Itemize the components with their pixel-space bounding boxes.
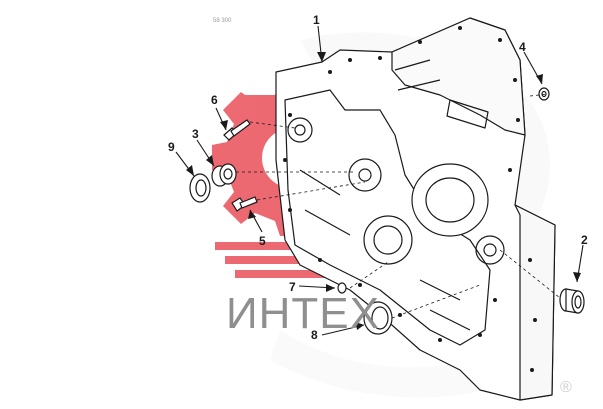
callout-2: 2 xyxy=(581,233,588,247)
part-2-bearing xyxy=(559,288,585,314)
part-4-nut xyxy=(538,87,550,101)
watermark-registered-mark: ® xyxy=(560,379,572,396)
part-3-sleeve xyxy=(211,163,237,187)
callout-1: 1 xyxy=(313,13,320,27)
callout-6: 6 xyxy=(211,93,218,107)
callout-3: 3 xyxy=(192,127,199,141)
callout-4: 4 xyxy=(519,40,526,54)
part-7-washer xyxy=(337,282,347,294)
corner-tag: 58 300 xyxy=(213,18,232,24)
front-cover-housing xyxy=(275,17,556,401)
callout-9: 9 xyxy=(168,140,175,154)
watermark-text: ИНТЕХ xyxy=(226,289,380,338)
part-9-seal xyxy=(189,173,211,203)
callout-5: 5 xyxy=(259,234,266,248)
callout-7: 7 xyxy=(289,280,296,294)
callout-8: 8 xyxy=(311,328,318,342)
callout-arrowheads xyxy=(186,52,581,330)
part-6-bolt xyxy=(223,119,251,141)
part-5-bolt xyxy=(231,196,258,212)
assembly-guide-lines xyxy=(236,93,561,319)
